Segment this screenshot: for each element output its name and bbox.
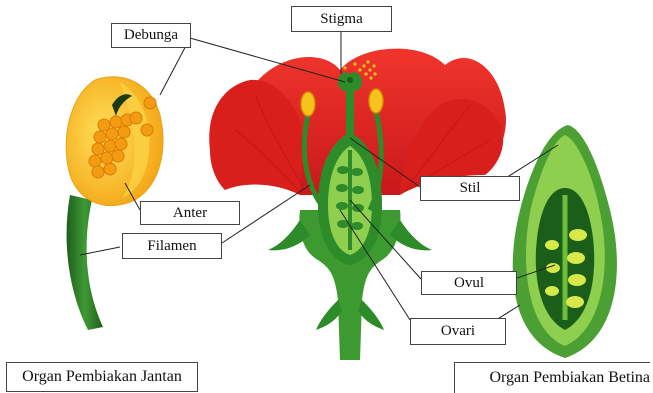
label-anter: Anter (140, 201, 240, 225)
flower-anther-right (369, 89, 383, 113)
pistil-illustration (513, 125, 617, 358)
label-ovari: Ovari (410, 318, 506, 345)
label-filamen: Filamen (122, 233, 222, 259)
flower-anther-left (301, 92, 315, 116)
filament-shape (67, 195, 103, 330)
label-stil: Stil (420, 176, 520, 201)
label-ovul: Ovul (421, 271, 517, 295)
caption-female-organ: Organ Pembiakan Betina (454, 362, 650, 393)
flower-illustration (209, 49, 506, 360)
caption-male-organ: Organ Pembiakan Jantan (6, 362, 198, 392)
label-stigma: Stigma (291, 6, 392, 32)
style-shape (346, 90, 354, 134)
label-debunga: Debunga (111, 23, 191, 48)
